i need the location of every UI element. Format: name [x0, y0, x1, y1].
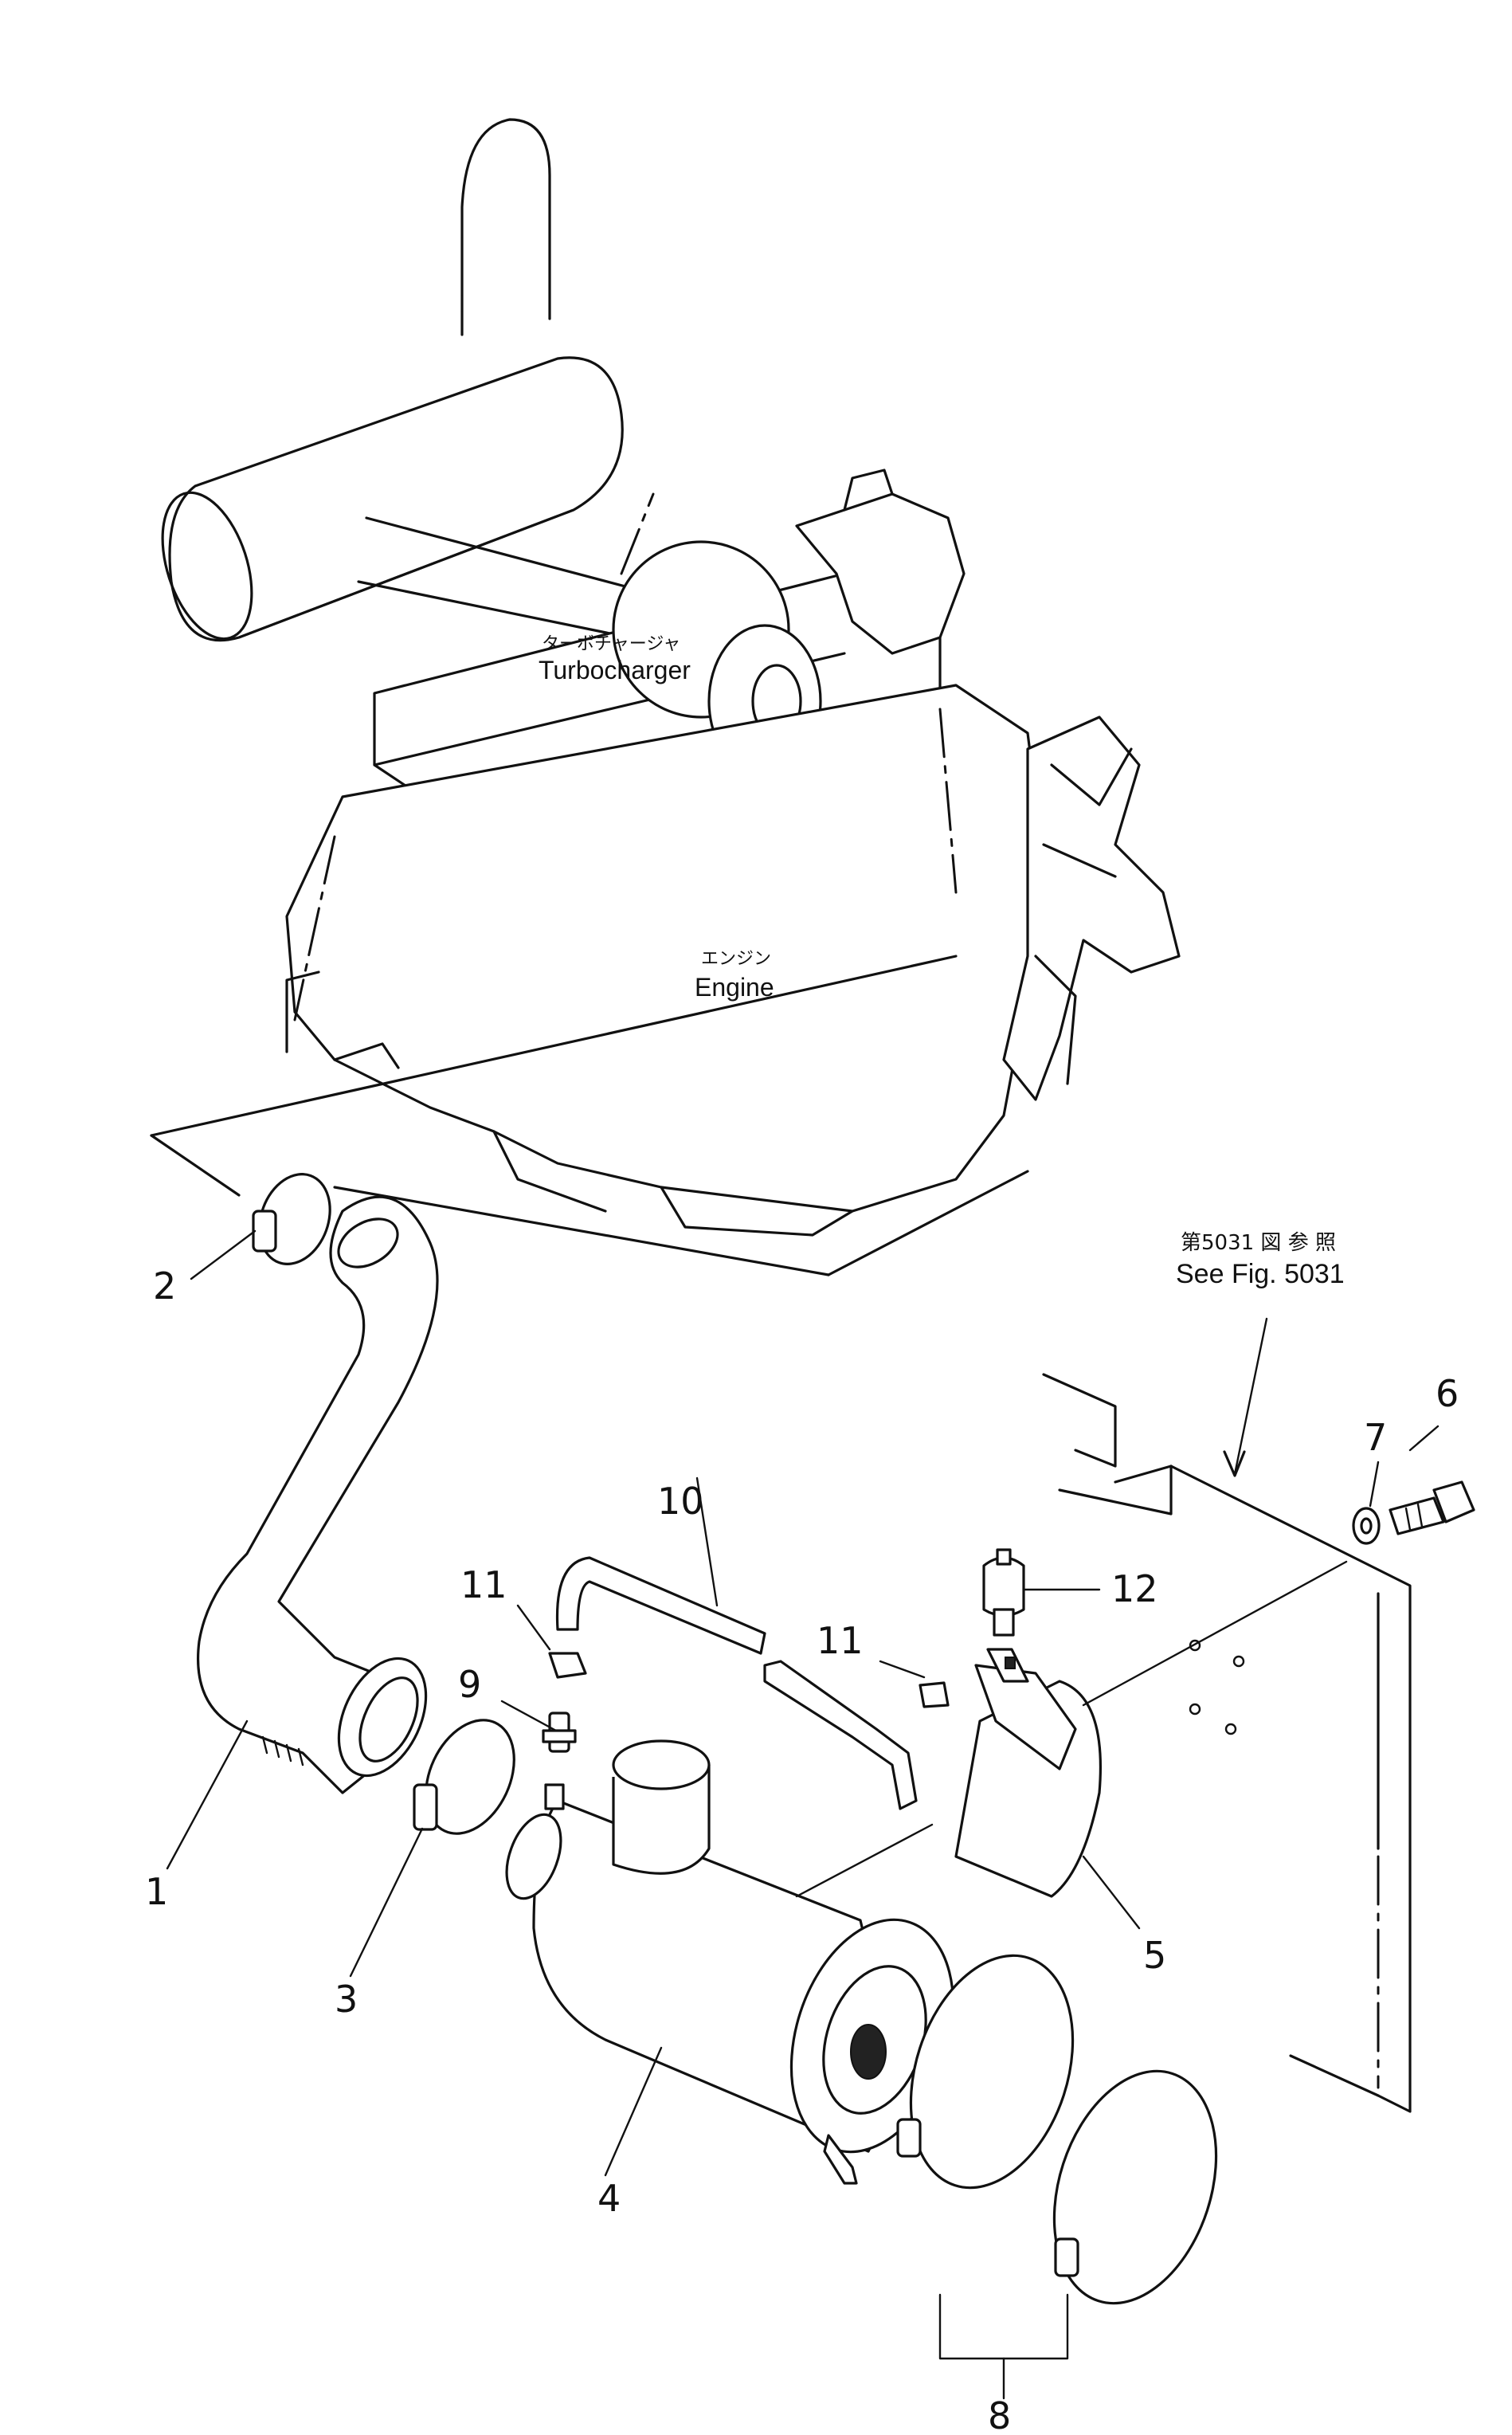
callout-5: 5: [1143, 1934, 1166, 1977]
part-9-connector: [542, 1712, 577, 1753]
part-10-tube: [555, 1556, 918, 1810]
part-6-bolt: [1389, 1480, 1475, 1535]
callout-2: 2: [153, 1265, 176, 1308]
callout-9: 9: [458, 1663, 481, 1706]
callout-10: 10: [657, 1480, 704, 1523]
reference-panel: [1042, 1373, 1412, 2113]
part-8-clamp-bands: [896, 1954, 1218, 2305]
callout-leaders: [166, 1229, 1440, 2400]
engine-label: Engine: [695, 973, 774, 1002]
callout-4: 4: [597, 2177, 621, 2220]
callout-8: 8: [988, 2394, 1011, 2435]
engine-label-jp: エンジン: [701, 949, 771, 969]
callout-7: 7: [1364, 1416, 1387, 1459]
part-7-washer: [1352, 1507, 1381, 1545]
callout-11-left: 11: [460, 1563, 507, 1606]
callout-1: 1: [145, 1870, 168, 1913]
turbocharger-label: Turbocharger: [539, 656, 691, 684]
turbocharger-label-jp: ターボチャージャ: [542, 634, 680, 654]
callout-6: 6: [1436, 1372, 1459, 1415]
reference-label: See Fig. 5031: [1176, 1259, 1345, 1289]
callout-3: 3: [335, 1978, 358, 2021]
part-4-air-cleaner: [505, 1739, 955, 2185]
part-5-mounting-bracket: [954, 1648, 1103, 1898]
callout-12: 12: [1111, 1567, 1158, 1610]
part-2-hose-clamp: [252, 1173, 331, 1265]
part-3-hose-clamp: [413, 1719, 515, 1835]
callout-11-right: 11: [817, 1619, 864, 1662]
part-11-hose-clip-left: [548, 1652, 587, 1679]
part-12-dust-indicator: [982, 1548, 1025, 1637]
part-11-hose-clip-right: [919, 1681, 950, 1708]
engine-assembly: [150, 118, 1181, 1276]
reference-label-jp: 第5031 図 参 照: [1181, 1231, 1336, 1255]
part-1-intake-hose: [197, 1195, 439, 1794]
